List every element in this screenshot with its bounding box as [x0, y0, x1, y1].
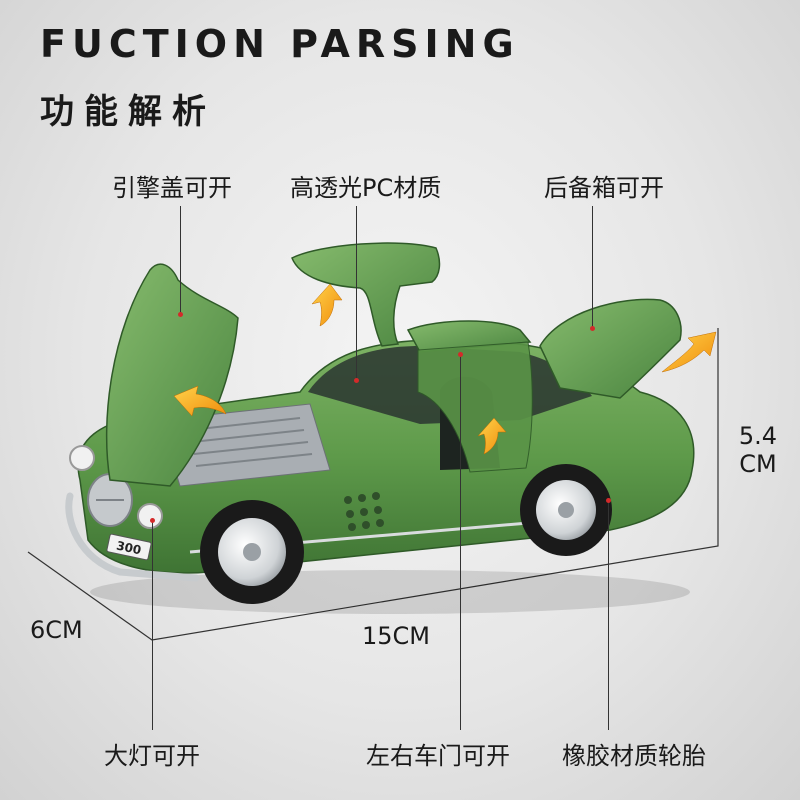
- open-hood: [105, 263, 239, 487]
- leader-line-hood: [180, 206, 181, 314]
- label-windows: 高透光PC材质: [290, 174, 442, 202]
- license-plate: 300: [106, 533, 152, 561]
- leader-line-headlights: [152, 520, 153, 730]
- leader-line-trunk: [592, 206, 593, 328]
- arrow-door-icon: [311, 283, 343, 327]
- label-doors: 左右车门可开: [366, 742, 510, 770]
- label-headlights: 大灯可开: [104, 742, 200, 770]
- rear-wheel: [520, 464, 612, 556]
- title-english: FUCTION PARSING: [40, 22, 520, 66]
- leader-dot-hood: [178, 312, 183, 317]
- leader-dot-tires: [606, 498, 611, 503]
- leader-line-tires: [608, 500, 609, 730]
- open-trunk: [539, 298, 682, 399]
- dimension-depth: 6CM: [30, 616, 83, 644]
- arrow-trunk-icon: [661, 331, 717, 373]
- leader-dot-trunk: [590, 326, 595, 331]
- leader-line-doors: [460, 354, 461, 730]
- label-hood: 引擎盖可开: [112, 174, 232, 202]
- arrow-hood-icon: [173, 385, 227, 417]
- arrow-inner-door-icon: [477, 417, 507, 455]
- title-chinese: 功能解析: [40, 92, 216, 132]
- dimension-length: 15CM: [362, 622, 431, 650]
- label-tires: 橡胶材质轮胎: [562, 742, 706, 770]
- leader-dot-doors: [458, 352, 463, 357]
- open-gullwing-door-left: [291, 242, 441, 347]
- leader-dot-headlights: [150, 518, 155, 523]
- open-door-panel: [417, 341, 533, 473]
- dimension-height-value: 5.4: [738, 422, 778, 450]
- leader-line-windows: [356, 206, 357, 380]
- label-trunk: 后备箱可开: [544, 174, 664, 202]
- dimension-height: 5.4 CM: [733, 422, 783, 478]
- front-wheel: [200, 500, 304, 604]
- dimension-height-unit: CM: [739, 450, 777, 478]
- dimension-lines: [27, 328, 719, 641]
- license-plate-text: 300: [115, 539, 142, 558]
- leader-dot-windows: [354, 378, 359, 383]
- orange-arrows: [173, 283, 717, 455]
